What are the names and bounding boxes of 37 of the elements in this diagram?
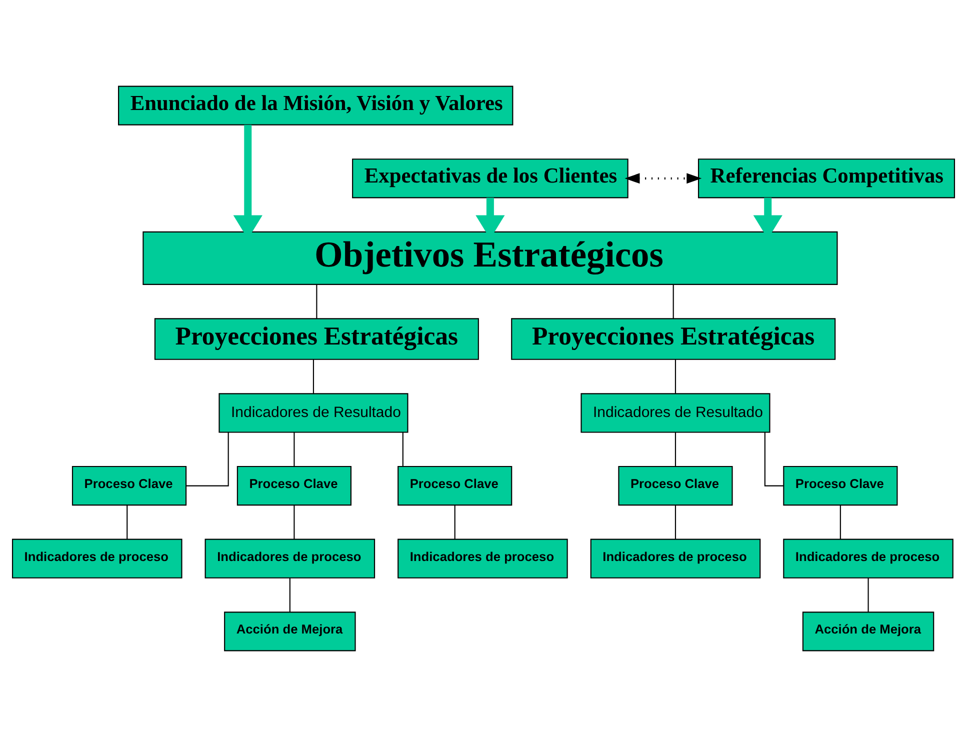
node-box: Objetivos Estratégicos (142, 230, 838, 284)
node-box: Indicadores de Resultado (580, 392, 770, 432)
connector (672, 284, 674, 318)
node-box: Acción de Mejora (802, 611, 934, 651)
node-box: Referencias Competitivas (698, 158, 956, 198)
node-box: Indicadores de proceso (590, 538, 761, 578)
connector (454, 504, 456, 539)
node-box: Enunciado de la Misión, Visión y Valores (118, 85, 514, 125)
connector (674, 359, 676, 393)
node-box: Indicadores de proceso (12, 538, 182, 578)
connector (868, 578, 869, 612)
node-box: Proceso Clave (236, 465, 352, 506)
connector (764, 432, 784, 486)
connector (840, 504, 841, 539)
node-box: Proceso Clave (618, 465, 733, 506)
node-box: Proyecciones Estratégicas (154, 318, 479, 360)
node-box: Indicadores de Resultado (218, 392, 408, 432)
connector (294, 504, 295, 539)
connector (294, 432, 295, 466)
connector (289, 578, 290, 612)
node-box: Proyecciones Estratégicas (511, 318, 836, 360)
node-box: Indicadores de proceso (783, 538, 954, 578)
connector (312, 359, 314, 393)
connector (674, 432, 676, 466)
node-box: Acción de Mejora (224, 611, 356, 651)
connector (674, 504, 676, 539)
node-box: Expectativas de los Clientes (352, 158, 628, 198)
node-box: Proceso Clave (72, 465, 187, 506)
connector (316, 284, 318, 318)
arrow (624, 172, 702, 184)
node-box: Proceso Clave (398, 465, 512, 506)
connector (126, 504, 128, 539)
node-box: Indicadores de proceso (204, 538, 376, 578)
node-box: Proceso Clave (783, 465, 898, 506)
connector (186, 432, 229, 486)
connector (402, 432, 404, 466)
node-box: Indicadores de proceso (398, 538, 568, 578)
